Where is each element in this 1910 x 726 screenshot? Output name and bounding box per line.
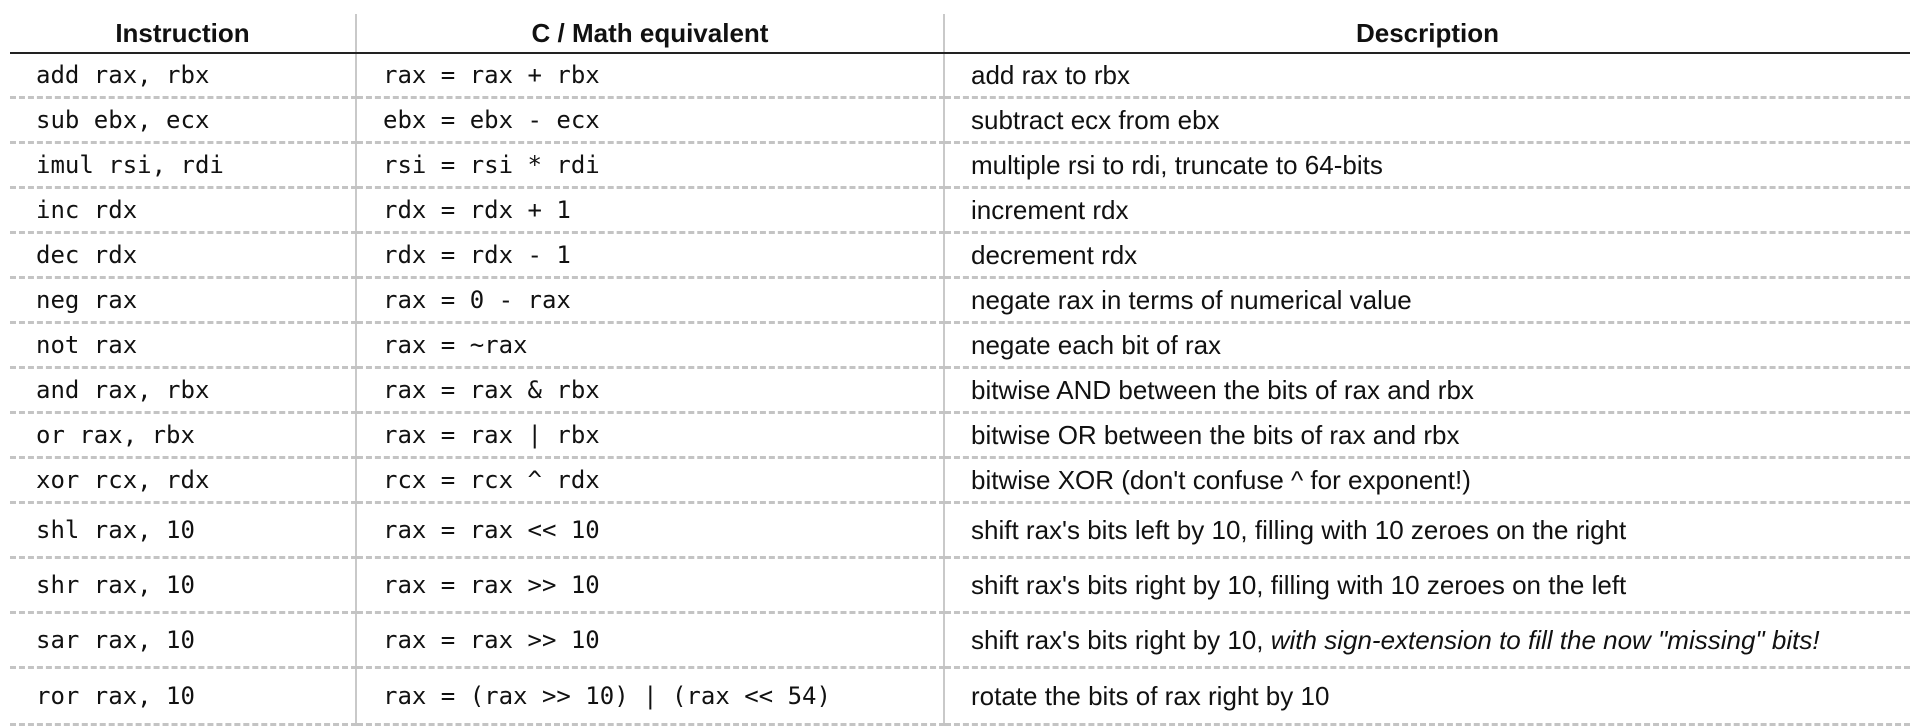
instruction-cell: not rax [10, 322, 356, 369]
table-row: shl rax, 10 rax = rax << 10 shift rax's … [10, 502, 1910, 559]
instruction-cell: inc rdx [10, 187, 356, 234]
description-cell: add rax to rbx [943, 53, 1910, 99]
description-cell: bitwise XOR (don't confuse ^ for exponen… [943, 457, 1910, 504]
instruction-cell: xor rcx, rdx [10, 457, 356, 504]
equivalent-cell: rax = rax >> 10 [355, 557, 944, 614]
table-row: ror rax, 10 rax = (rax >> 10) | (rax << … [10, 667, 1910, 726]
table-row: inc rdx rdx = rdx + 1 increment rdx [10, 187, 1910, 234]
table-body: add rax, rbx rax = rax + rbx add rax to … [10, 53, 1910, 726]
instruction-cell: sar rax, 10 [10, 612, 356, 669]
header-description: Description [943, 14, 1910, 54]
table-row: shr rax, 10 rax = rax >> 10 shift rax's … [10, 557, 1910, 614]
instruction-cell: and rax, rbx [10, 367, 356, 414]
equivalent-cell: rax = ~rax [355, 322, 944, 369]
table-row: or rax, rbx rax = rax | rbx bitwise OR b… [10, 412, 1910, 459]
table-row: dec rdx rdx = rdx - 1 decrement rdx [10, 232, 1910, 279]
equivalent-cell: rcx = rcx ^ rdx [355, 457, 944, 504]
table-row: and rax, rbx rax = rax & rbx bitwise AND… [10, 367, 1910, 414]
description-cell: shift rax's bits right by 10, filling wi… [943, 557, 1910, 614]
equivalent-cell: rax = 0 - rax [355, 277, 944, 324]
description-cell: increment rdx [943, 187, 1910, 234]
equivalent-cell: rax = rax + rbx [355, 53, 944, 99]
equivalent-cell: rax = rax << 10 [355, 502, 944, 559]
instruction-cell: shl rax, 10 [10, 502, 356, 559]
instruction-cell: ror rax, 10 [10, 667, 356, 726]
description-cell: shift rax's bits right by 10, with sign-… [943, 612, 1910, 669]
equivalent-cell: rax = rax & rbx [355, 367, 944, 414]
description-cell: shift rax's bits left by 10, filling wit… [943, 502, 1910, 559]
table-row: sar rax, 10 rax = rax >> 10 shift rax's … [10, 612, 1910, 669]
equivalent-cell: rdx = rdx + 1 [355, 187, 944, 234]
description-cell: rotate the bits of rax right by 10 [943, 667, 1910, 726]
header-row: Instruction C / Math equivalent Descript… [10, 14, 1910, 54]
instruction-cell: add rax, rbx [10, 53, 356, 99]
table-row: sub ebx, ecx ebx = ebx - ecx subtract ec… [10, 97, 1910, 144]
instruction-cell: imul rsi, rdi [10, 142, 356, 189]
description-text: shift rax's bits right by 10, [971, 624, 1271, 655]
description-cell: negate each bit of rax [943, 322, 1910, 369]
instruction-cell: or rax, rbx [10, 412, 356, 459]
equivalent-cell: rdx = rdx - 1 [355, 232, 944, 279]
equivalent-cell: rax = rax | rbx [355, 412, 944, 459]
header-instruction: Instruction [10, 14, 356, 54]
description-cell: bitwise OR between the bits of rax and r… [943, 412, 1910, 459]
instruction-cell: dec rdx [10, 232, 356, 279]
description-cell: decrement rdx [943, 232, 1910, 279]
instruction-table: Instruction C / Math equivalent Descript… [10, 14, 1910, 726]
description-cell: negate rax in terms of numerical value [943, 277, 1910, 324]
header-equivalent: C / Math equivalent [355, 14, 944, 54]
table-row: add rax, rbx rax = rax + rbx add rax to … [10, 53, 1910, 99]
equivalent-cell: ebx = ebx - ecx [355, 97, 944, 144]
table-row: imul rsi, rdi rsi = rsi * rdi multiple r… [10, 142, 1910, 189]
description-cell: multiple rsi to rdi, truncate to 64-bits [943, 142, 1910, 189]
table-row: neg rax rax = 0 - rax negate rax in term… [10, 277, 1910, 324]
table-header: Instruction C / Math equivalent Descript… [10, 14, 1910, 54]
instruction-cell: shr rax, 10 [10, 557, 356, 614]
instruction-cell: neg rax [10, 277, 356, 324]
equivalent-cell: rsi = rsi * rdi [355, 142, 944, 189]
equivalent-cell: rax = (rax >> 10) | (rax << 54) [355, 667, 944, 726]
description-cell: subtract ecx from ebx [943, 97, 1910, 144]
equivalent-cell: rax = rax >> 10 [355, 612, 944, 669]
instruction-cell: sub ebx, ecx [10, 97, 356, 144]
table-row: xor rcx, rdx rcx = rcx ^ rdx bitwise XOR… [10, 457, 1910, 504]
description-cell: bitwise AND between the bits of rax and … [943, 367, 1910, 414]
table-row: not rax rax = ~rax negate each bit of ra… [10, 322, 1910, 369]
description-italic-text: with sign-extension to fill the now "mis… [1270, 624, 1820, 655]
